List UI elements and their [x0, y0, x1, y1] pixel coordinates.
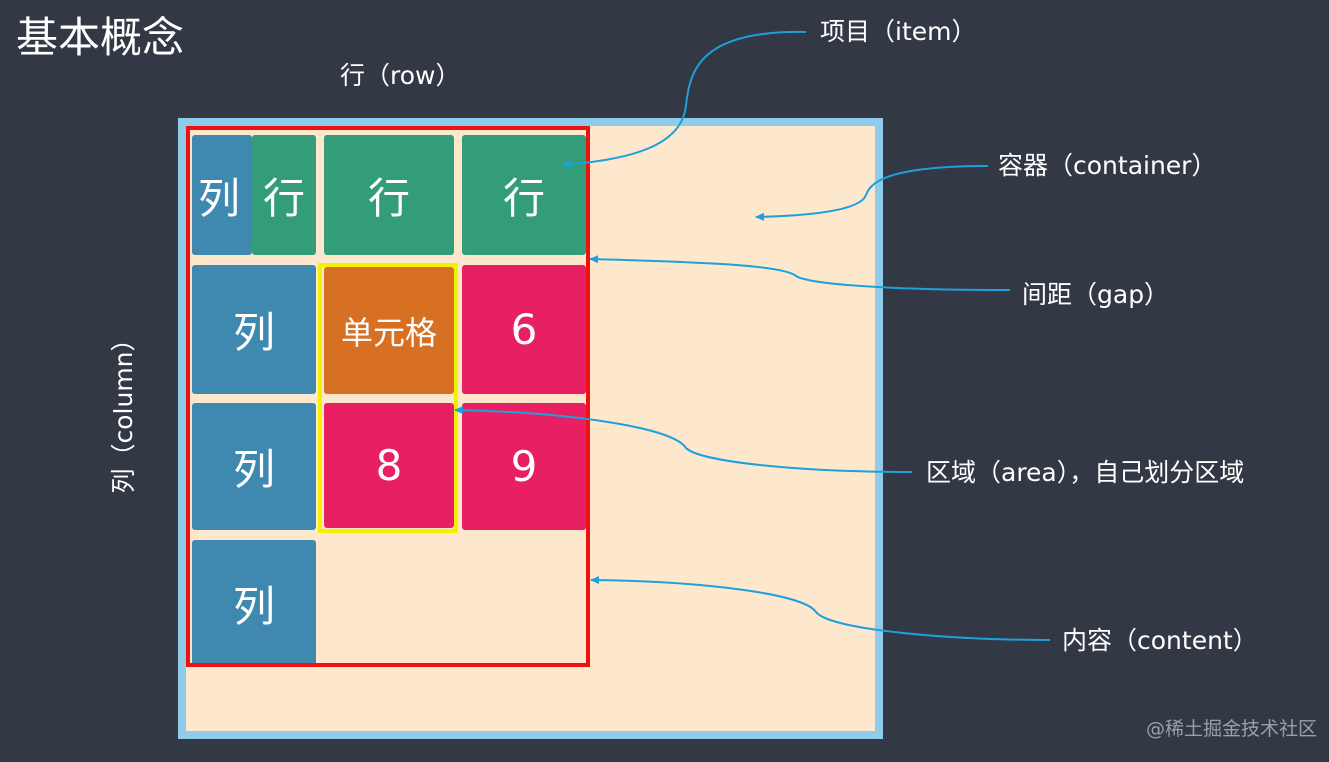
item-8: 8 — [324, 403, 454, 528]
content-callout: 内容（content） — [1062, 626, 1258, 655]
row-item-2: 行 — [324, 135, 454, 255]
area-callout: 区域（area），自己划分区域 — [926, 458, 1245, 487]
column-item-top: 列 — [192, 135, 252, 255]
item-6: 6 — [462, 265, 586, 394]
area-arrow — [454, 406, 913, 473]
content-outline — [186, 126, 590, 667]
watermark: @稀土掘金技术社区 — [1146, 718, 1318, 740]
container-arrow — [755, 165, 989, 221]
item-arrow — [562, 30, 807, 169]
item-9: 9 — [462, 403, 586, 530]
container-callout: 容器（container） — [998, 151, 1217, 180]
row-axis-label: 行（row） — [340, 61, 461, 90]
area-outline — [318, 263, 458, 533]
gap-callout: 间距（gap） — [1022, 280, 1170, 309]
column-item-2: 列 — [192, 403, 316, 530]
gap-arrow — [589, 255, 1011, 291]
content-arrow — [590, 576, 1051, 641]
row-item-1: 行 — [252, 135, 316, 255]
row-item-3: 行 — [462, 135, 586, 255]
column-item-3: 列 — [192, 540, 316, 667]
column-item-1: 列 — [192, 265, 316, 394]
page-title: 基本概念 — [16, 13, 185, 62]
grid-cell-item: 单元格 — [324, 267, 454, 394]
item-callout: 项目（item） — [820, 17, 977, 46]
